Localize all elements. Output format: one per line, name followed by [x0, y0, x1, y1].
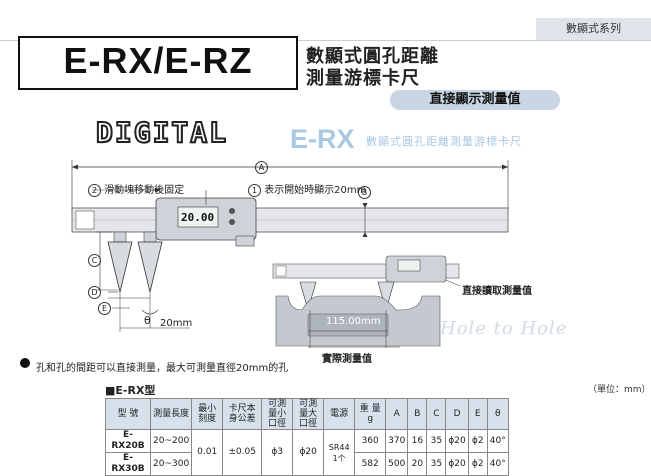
caliper-diagram [71, 160, 509, 348]
cell-b: 16 [407, 429, 428, 453]
dimension-b-line [362, 203, 368, 237]
table-unit: （單位：mm） [588, 385, 651, 395]
th-power: 電源 [323, 398, 356, 430]
cell-e: ϕ2 [467, 452, 488, 476]
cell-a: 370 [385, 429, 409, 453]
actual-value-label: 實際測量值 [322, 354, 372, 365]
title-box: E-RX/E-RZ [18, 36, 298, 90]
subtitle-line1: 數顯式圓孔距離 [306, 46, 439, 67]
th-e: E [467, 398, 488, 430]
table-header-row: 型 號 測量長度 最小刻度 卡尺本身公差 可測量小口徑 可測量大口徑 電源 重 … [105, 398, 509, 430]
dim-b-label: B [358, 186, 371, 199]
callout-2-line [92, 187, 160, 193]
lcd-reading: 20.00 [181, 211, 215, 224]
table-row: E-RX20B 20~200 0.01 ±0.05 ϕ3 ϕ20 SR44 1个… [105, 429, 509, 476]
dim-d-label: D [88, 286, 101, 299]
cell-e: ϕ2 [467, 429, 488, 453]
dim-a-label: A [255, 161, 268, 174]
cell-length: 20~200 [149, 429, 193, 453]
th-weight: 重 量 g [354, 398, 387, 430]
series-tab: 數顯式系列 [536, 18, 651, 40]
cell-d: ϕ20 [445, 452, 469, 476]
theta-label: θ [144, 314, 151, 327]
th-tolerance: 卡尺本身公差 [222, 398, 263, 430]
cell-c: 35 [426, 452, 447, 476]
hole-to-hole-watermark: Hole to Hole [440, 318, 568, 339]
th-model: 型 號 [105, 398, 151, 430]
page-title: E-RX/E-RZ [63, 40, 253, 81]
subtitle-line2: 測量游標卡尺 [306, 68, 420, 89]
small-caliper [272, 255, 461, 312]
th-b: B [407, 398, 428, 430]
lcd-screen [177, 206, 219, 228]
angle-and-20mm [119, 292, 190, 332]
th-large-bore: 可測量大口徑 [292, 398, 325, 430]
cell-small-bore: ϕ3 [261, 429, 294, 476]
banner-model: E-RX [290, 124, 355, 154]
dim-e-label: E [98, 302, 111, 315]
dim-c-label: C [88, 254, 101, 267]
th-c: C [426, 398, 447, 430]
dimension-a-line [71, 160, 509, 212]
highlight-pill [390, 90, 560, 110]
cell-model: E-RX20B [105, 429, 151, 453]
digital-logo: DIGITAL [95, 115, 229, 150]
dim-20mm-label: 20mm [160, 318, 193, 329]
cell-d: ϕ20 [445, 429, 469, 453]
banner-description: 數顯式圓孔距離測量游標卡尺 [366, 135, 522, 148]
th-theta: θ [486, 398, 509, 430]
cell-model: E-RX30B [105, 452, 151, 476]
cell-tolerance: ±0.05 [222, 429, 263, 476]
callout-2: 2 滑動塊移動後固定 [88, 181, 184, 197]
th-a: A [385, 398, 409, 430]
measured-115-label: 115.00mm [326, 316, 381, 327]
highlight-pill-text: 直接顯示測量值 [429, 92, 521, 107]
cell-weight: 360 [354, 429, 387, 453]
table-title: ■E-RX型 [105, 384, 156, 397]
cell-weight: 582 [354, 452, 387, 476]
cell-length: 20~300 [149, 452, 193, 476]
callout-1: 1 表示開始時顯示20mm [248, 181, 366, 197]
direct-read-label: 直接讀取測量值 [462, 286, 532, 297]
th-small-bore: 可測量小口徑 [261, 398, 294, 430]
cell-a: 500 [385, 452, 409, 476]
th-length: 測量長度 [149, 398, 193, 430]
cell-c: 35 [426, 429, 447, 453]
cell-power: SR44 1个 [323, 429, 356, 476]
note-text: 孔和孔的間距可以直接測量，最大可測量直徑20mm的孔 [36, 363, 289, 374]
th-min-scale: 最小刻度 [191, 398, 224, 430]
cell-theta: 40° [486, 429, 509, 453]
header-rule [0, 40, 651, 41]
cell-theta: 40° [486, 452, 509, 476]
cell-min-scale: 0.01 [191, 429, 224, 476]
th-d: D [445, 398, 469, 430]
cell-large-bore: ϕ20 [292, 429, 325, 476]
cone-tips [107, 231, 163, 293]
cell-b: 20 [407, 452, 428, 476]
note-bullet [20, 358, 30, 368]
spec-table: 型 號 測量長度 最小刻度 卡尺本身公差 可測量小口徑 可測量大口徑 電源 重 … [105, 398, 509, 476]
